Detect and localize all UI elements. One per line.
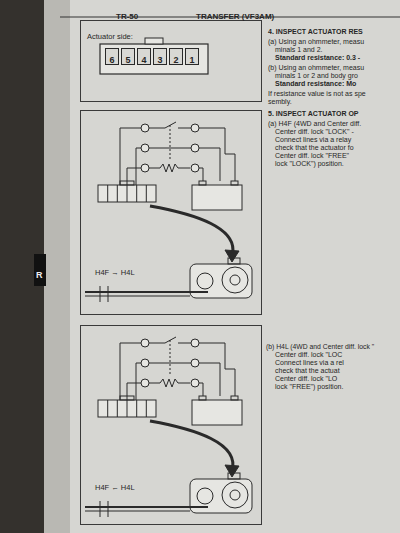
manual-text: sembly. [268, 98, 292, 105]
pin-cell: 1 [185, 48, 199, 65]
manual-text: Center diff. lock "FREE" [275, 152, 349, 159]
actuator-connector [100, 38, 208, 74]
manual-text: TRANSFER (VF3AM) [196, 12, 274, 21]
manual-text: Connect lines via a rel [275, 359, 344, 366]
text-holder: 4. INSPECT ACTUATOR RES [268, 20, 363, 38]
pin-number: 6 [109, 53, 114, 67]
manual-text: minals 1 and 2. [275, 46, 322, 53]
manual-text: (b) H4L (4WD and Center diff. lock " [266, 343, 374, 350]
manual-text: minals 1 or 2 and body gro [275, 72, 358, 79]
figure-label: H4F ← H4L [95, 483, 135, 492]
section-tab-letter: R [36, 270, 43, 280]
text-holder: TRANSFER (VF3AM) [196, 5, 274, 23]
pin-cell: 3 [153, 48, 167, 65]
pin-cell: 4 [137, 48, 151, 65]
pin-number: 3 [157, 53, 162, 67]
manual-page [44, 0, 400, 533]
page-edges [44, 0, 70, 533]
text-holder: TR-50 [116, 5, 138, 23]
manual-text: check that the actuator fo [275, 144, 354, 151]
manual-text: check that the actuat [275, 367, 340, 374]
figure-frame: H4F ← H4L [80, 325, 262, 525]
text-holder: (b) H4L (4WD and Center diff. lock " [266, 335, 374, 353]
manual-text: 5. INSPECT ACTUATOR OP [268, 110, 359, 117]
pin-cell: 5 [121, 48, 135, 65]
manual-text: Center diff. lock "LOC [275, 351, 342, 358]
text-holder: R [36, 264, 43, 282]
figure-label: H4F → H4L [95, 268, 135, 277]
figure-frame: Actuator side: 654321 [80, 20, 262, 102]
manual-text: TR-50 [116, 12, 138, 21]
manual-text: Center diff. lock "LOCK" - [275, 128, 354, 135]
section-tab [34, 254, 46, 286]
manual-text: (b) Using an ohmmeter, measu [268, 64, 364, 71]
pin-number: 2 [173, 53, 178, 67]
pin-number: 4 [141, 53, 146, 67]
manual-text: (a) Using an ohmmeter, measu [268, 38, 364, 45]
manual-text: lock "LOCK") position. [275, 160, 344, 167]
pin-number: 1 [189, 53, 194, 67]
manual-text: 4. INSPECT ACTUATOR RES [268, 28, 363, 35]
figure-label: Actuator side: [87, 32, 133, 41]
manual-text: Standard resistance: 0.3 - [275, 54, 360, 61]
manual-text: Center diff. lock "LO [275, 375, 337, 382]
manual-text: (a) H4F (4WD and Center diff. [268, 120, 361, 127]
wiring-diagram-2 [85, 337, 252, 517]
manual-text: If resistance value is not as spe [268, 90, 366, 97]
pin-cell: 6 [105, 48, 119, 65]
manual-text: Standard resistance: Mo [275, 80, 356, 87]
manual-text: lock "FREE") position. [275, 383, 343, 390]
manual-text: Connect lines via a relay [275, 136, 351, 143]
pin-cell: 2 [169, 48, 183, 65]
wiring-diagram-1 [85, 122, 252, 302]
pin-number: 5 [125, 53, 130, 67]
figure-frame: H4F → H4L [80, 110, 262, 315]
